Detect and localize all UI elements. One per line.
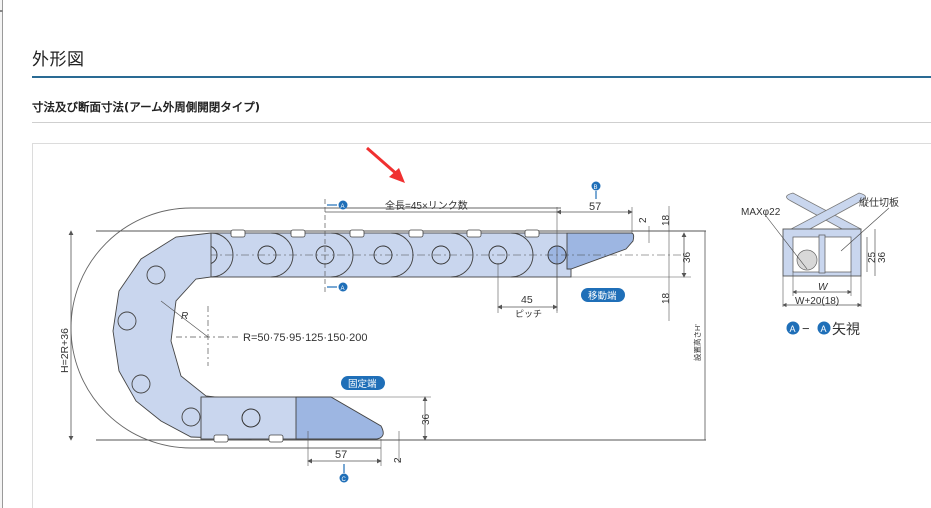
svg-text:A: A (341, 204, 345, 210)
radius-symbol: R (181, 311, 188, 322)
section-marker-a-bottom: A (327, 282, 348, 292)
left-frame-tick (0, 10, 3, 12)
sub-title-rule (32, 122, 931, 123)
clearance-bottom: 2 (393, 457, 404, 463)
moving-end-bracket (566, 232, 635, 270)
chain-upper-run (161, 229, 681, 278)
chain-height: 36 (682, 251, 693, 263)
svg-text:A: A (341, 286, 345, 292)
fixed-end-badge: 固定端 (341, 376, 385, 390)
moving-end-badge: 移動端 (581, 288, 625, 302)
offset-top: 18 (661, 214, 672, 226)
dimension-drawing-figure: R R=50·75·95·125·150·200 H=2R+36 全長=45×リ… (32, 143, 931, 508)
marker-b: B (591, 181, 601, 199)
fixed-end-bracket (295, 396, 384, 440)
svg-text:C: C (342, 477, 347, 483)
svg-text:−: − (802, 321, 810, 336)
top-bracket-length: 57 (589, 201, 601, 213)
total-length-label: 全長=45×リンク数 (385, 199, 468, 212)
outer-width: W+20(18) (795, 296, 839, 307)
inner-height: 25 (867, 251, 878, 263)
height-formula: H=2R+36 (59, 328, 71, 373)
sub-title: 寸法及び断面寸法(アーム外周側開閉タイプ) (32, 100, 260, 114)
inner-width: W (818, 282, 829, 293)
red-annotation-arrow-icon (366, 146, 405, 183)
svg-text:矢視: 矢視 (832, 321, 860, 337)
max-cable-label: MAXφ22 (741, 207, 781, 218)
section-title-rule (32, 76, 931, 78)
bottom-bracket-length: 57 (335, 449, 347, 461)
divider-label: 縦仕切板 (859, 196, 899, 209)
fixed-end-height: 36 (421, 413, 432, 425)
outer-height: 36 (877, 251, 888, 263)
section-title: 外形図 (32, 50, 85, 70)
clearance-top: 2 (638, 217, 649, 223)
pitch-value: 45 (521, 294, 533, 306)
svg-text:A: A (821, 324, 827, 334)
section-view (765, 192, 890, 308)
svg-text:B: B (594, 185, 598, 191)
section-marker-a-top: A (327, 200, 348, 210)
svg-text:移動端: 移動端 (588, 290, 617, 302)
radius-values: R=50·75·95·125·150·200 (243, 332, 367, 344)
svg-text:固定端: 固定端 (348, 378, 377, 390)
section-view-label: A − A 矢視 (786, 321, 860, 337)
marker-c: C (339, 464, 349, 483)
offset-bottom: 18 (661, 292, 672, 304)
chain-lower-run (200, 396, 384, 443)
install-height-label: 設置高さH' (692, 324, 702, 361)
cable-chain-drawing: R R=50·75·95·125·150·200 H=2R+36 全長=45×リ… (59, 146, 899, 483)
svg-text:A: A (790, 324, 796, 334)
pitch-label: ピッチ (515, 309, 542, 319)
left-window-frame (0, 0, 3, 508)
